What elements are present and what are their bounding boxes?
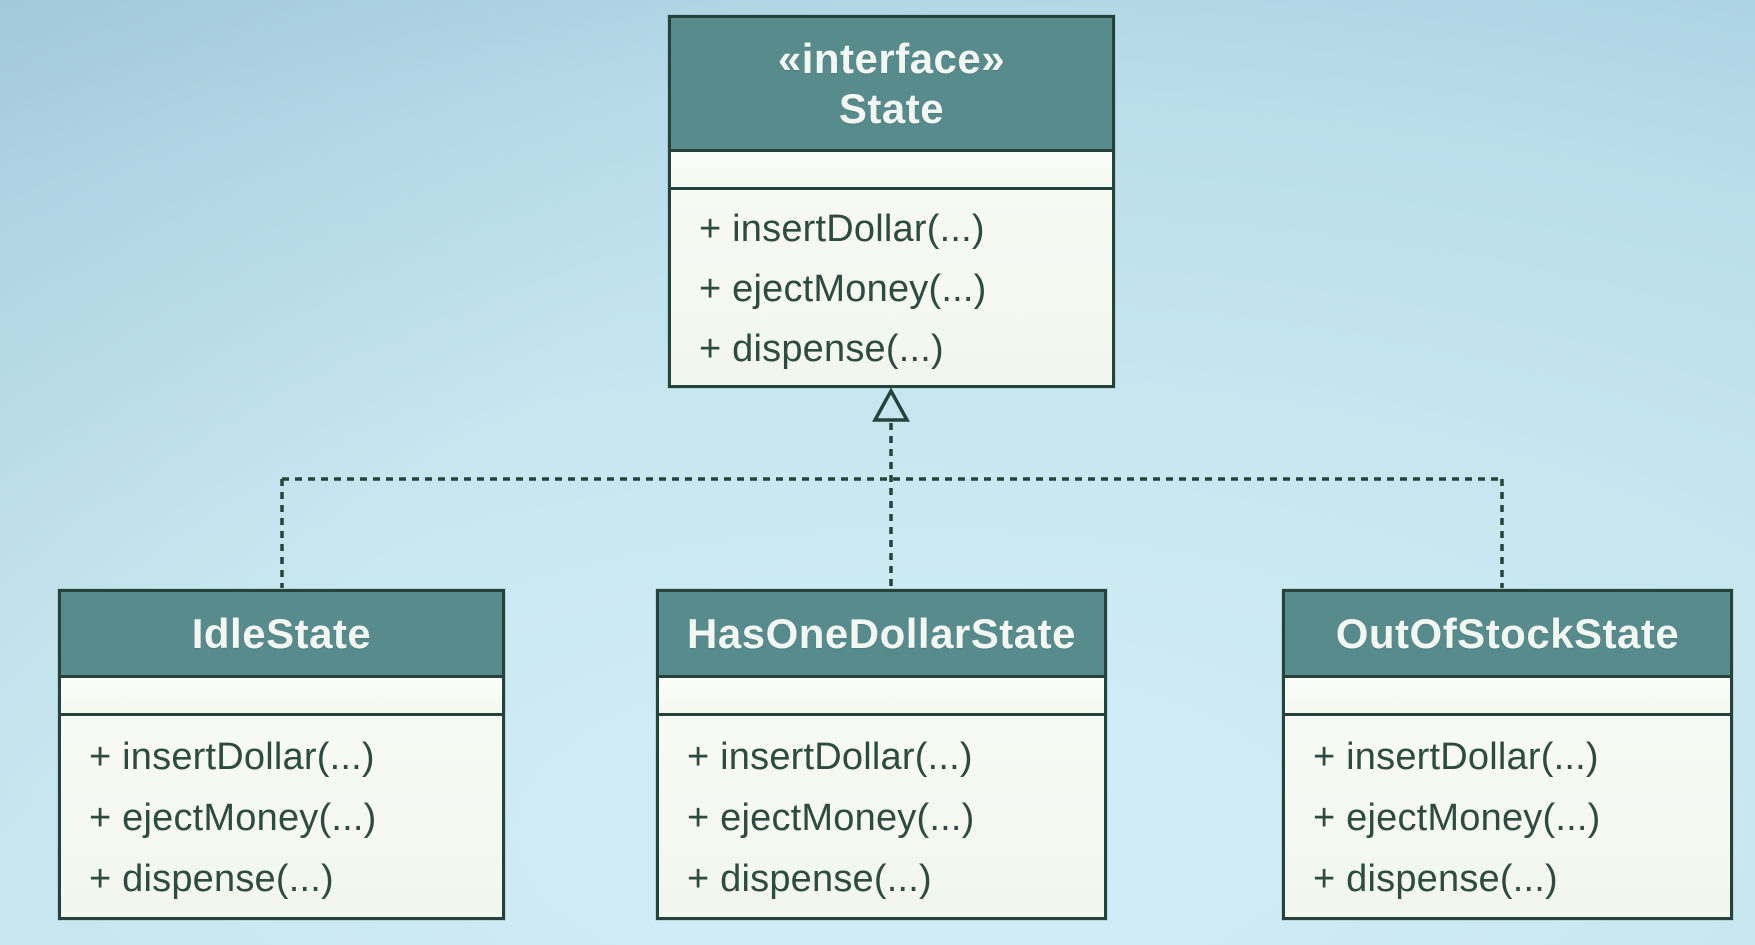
class-header: «interface» State (671, 18, 1112, 152)
class-header: IdleState (61, 592, 502, 678)
method-label: + insertDollar(...) (699, 208, 985, 250)
class-header: HasOneDollarState (659, 592, 1104, 678)
method-label: + dispense(...) (1313, 858, 1558, 900)
hollow-triangle-arrow-icon (872, 387, 910, 422)
class-node-hasonedollarstate: HasOneDollarState + insertDollar(...) + … (656, 589, 1107, 920)
attributes-section-empty (671, 152, 1112, 190)
attributes-section-empty (659, 678, 1104, 716)
class-header: OutOfStockState (1285, 592, 1730, 678)
class-name: State (838, 84, 945, 132)
method-label: + ejectMoney(...) (89, 797, 377, 839)
methods-section: + insertDollar(...) + ejectMoney(...) + … (671, 190, 1112, 385)
class-name: IdleState (191, 609, 372, 657)
method-label: + ejectMoney(...) (699, 268, 987, 310)
stereotype-label: «interface» (777, 35, 1006, 83)
attributes-section-empty (61, 678, 502, 716)
method-label: + ejectMoney(...) (687, 797, 975, 839)
method-label: + ejectMoney(...) (1313, 797, 1601, 839)
method-label: + insertDollar(...) (89, 736, 375, 778)
class-node-state-interface: «interface» State + insertDollar(...) + … (668, 15, 1115, 388)
class-node-idlestate: IdleState + insertDollar(...) + ejectMon… (58, 589, 505, 920)
class-name: HasOneDollarState (687, 609, 1076, 657)
method-label: + insertDollar(...) (1313, 736, 1599, 778)
methods-section: + insertDollar(...) + ejectMoney(...) + … (659, 716, 1104, 917)
method-label: + insertDollar(...) (687, 736, 973, 778)
method-label: + dispense(...) (699, 328, 944, 370)
methods-section: + insertDollar(...) + ejectMoney(...) + … (61, 716, 502, 917)
method-label: + dispense(...) (687, 858, 932, 900)
class-name: OutOfStockState (1335, 609, 1680, 657)
method-label: + dispense(...) (89, 858, 334, 900)
attributes-section-empty (1285, 678, 1730, 716)
class-node-outofstockstate: OutOfStockState + insertDollar(...) + ej… (1282, 589, 1733, 920)
methods-section: + insertDollar(...) + ejectMoney(...) + … (1285, 716, 1730, 917)
